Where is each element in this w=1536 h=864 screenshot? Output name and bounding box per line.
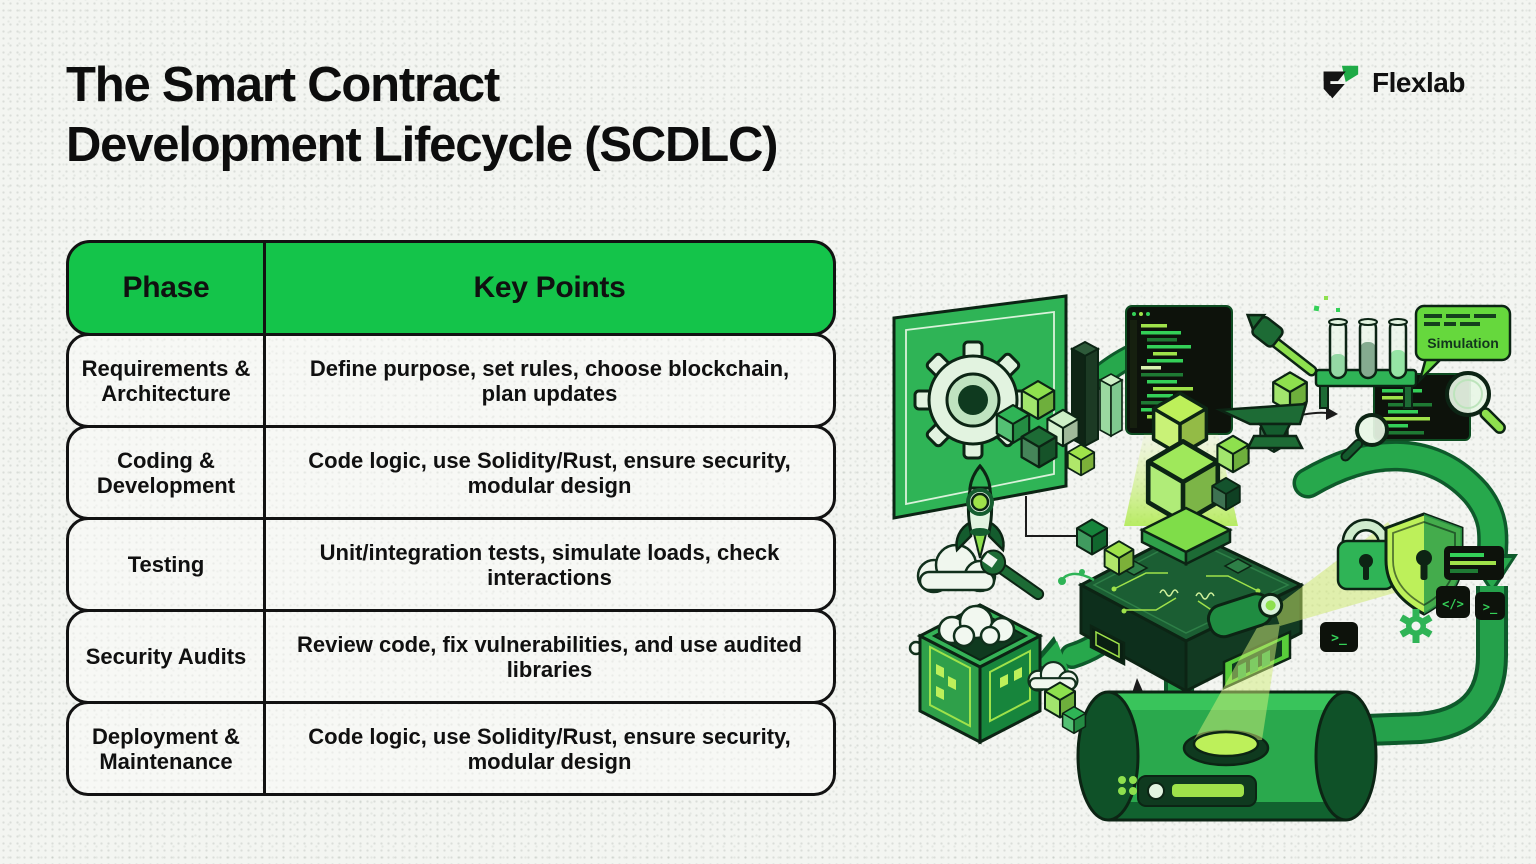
key-points-cell: Define purpose, set rules, choose blockc…	[309, 355, 790, 406]
lifecycle-illustration: Simulation	[892, 294, 1518, 822]
scanner-lens-dome	[1192, 730, 1260, 758]
test-tubes	[1313, 296, 1418, 409]
simulation-label: Simulation	[1427, 335, 1499, 351]
key-points-cell: Code logic, use Solidity/Rust, ensure se…	[308, 447, 791, 498]
table-row: Security Audits Review code, fix vulnera…	[66, 609, 836, 704]
terminal-glyph: >_	[1483, 600, 1498, 615]
cube-bar-chart	[995, 340, 1124, 556]
brand-logo: Flexlab	[1316, 60, 1465, 106]
lock-icon	[1336, 518, 1396, 591]
anvil-icon	[1215, 402, 1308, 450]
table-row: Requirements & Architecture Define purpo…	[66, 333, 836, 428]
flexlab-logo-icon	[1323, 65, 1359, 99]
table-header-row: Phase Key Points	[66, 240, 836, 336]
scanner-camera	[1206, 592, 1284, 639]
crate-qr-bits	[936, 664, 1022, 700]
phase-cell: Deployment & Maintenance	[69, 704, 266, 793]
magnifier-icon-large	[1445, 371, 1506, 434]
table-row: Deployment & Maintenance Code logic, use…	[66, 701, 836, 796]
terminal-glyph: >_	[1331, 631, 1347, 646]
scan-cone	[1194, 624, 1280, 740]
table-row: Testing Unit/integration tests, simulate…	[66, 517, 836, 612]
key-points-cell: Review code, fix vulnerabilities, and us…	[297, 631, 802, 682]
light-column	[1098, 373, 1124, 438]
code-badge: </>	[1436, 586, 1470, 618]
phase-cell: Testing	[69, 520, 266, 609]
test-tube	[1358, 318, 1378, 380]
page-title-line2: Development Lifecycle (SCDLC)	[66, 118, 778, 172]
phase-cell: Requirements & Architecture	[69, 336, 266, 425]
page-title-line1: The Smart Contract	[66, 58, 500, 112]
chip-port	[1089, 623, 1126, 667]
lifecycle-table: Phase Key Points Requirements & Architec…	[66, 240, 836, 796]
deployment-crate	[908, 603, 1044, 745]
simulation-bubble: Simulation	[1414, 304, 1512, 385]
chip-pedestal	[1139, 506, 1233, 567]
key-points-cell: Code logic, use Solidity/Rust, ensure se…	[308, 723, 791, 774]
code-lines	[1141, 324, 1193, 419]
header-phase: Phase	[69, 243, 266, 333]
test-tube	[1328, 318, 1348, 380]
code-glyph: </>	[1442, 597, 1464, 611]
code-editor-window	[1125, 305, 1233, 435]
table-row: Coding & Development Code logic, use Sol…	[66, 425, 836, 520]
code-lines-badge	[1444, 546, 1504, 580]
control-panel	[1118, 775, 1257, 807]
launch-smoke	[908, 604, 1016, 656]
wrench-icon	[980, 549, 1045, 601]
rocket-icon	[955, 463, 1005, 559]
magnifier-icon-small	[1340, 413, 1389, 462]
header-key-points: Key Points	[473, 271, 626, 304]
terminal-badge-standalone: >_	[1320, 622, 1358, 652]
phase-cell: Coding & Development	[69, 428, 266, 517]
test-tube	[1388, 318, 1408, 380]
page-title: The Smart Contract Development Lifecycle…	[66, 55, 778, 175]
phase-cell: Security Audits	[69, 612, 266, 701]
audit-code-window	[1340, 371, 1506, 462]
key-points-cell: Unit/integration tests, simulate loads, …	[319, 539, 780, 590]
brand-name: Flexlab	[1372, 67, 1465, 98]
hammer-icon	[1245, 313, 1318, 377]
gear-small-icon	[1399, 609, 1433, 643]
terminal-badge: >_	[1475, 592, 1505, 620]
